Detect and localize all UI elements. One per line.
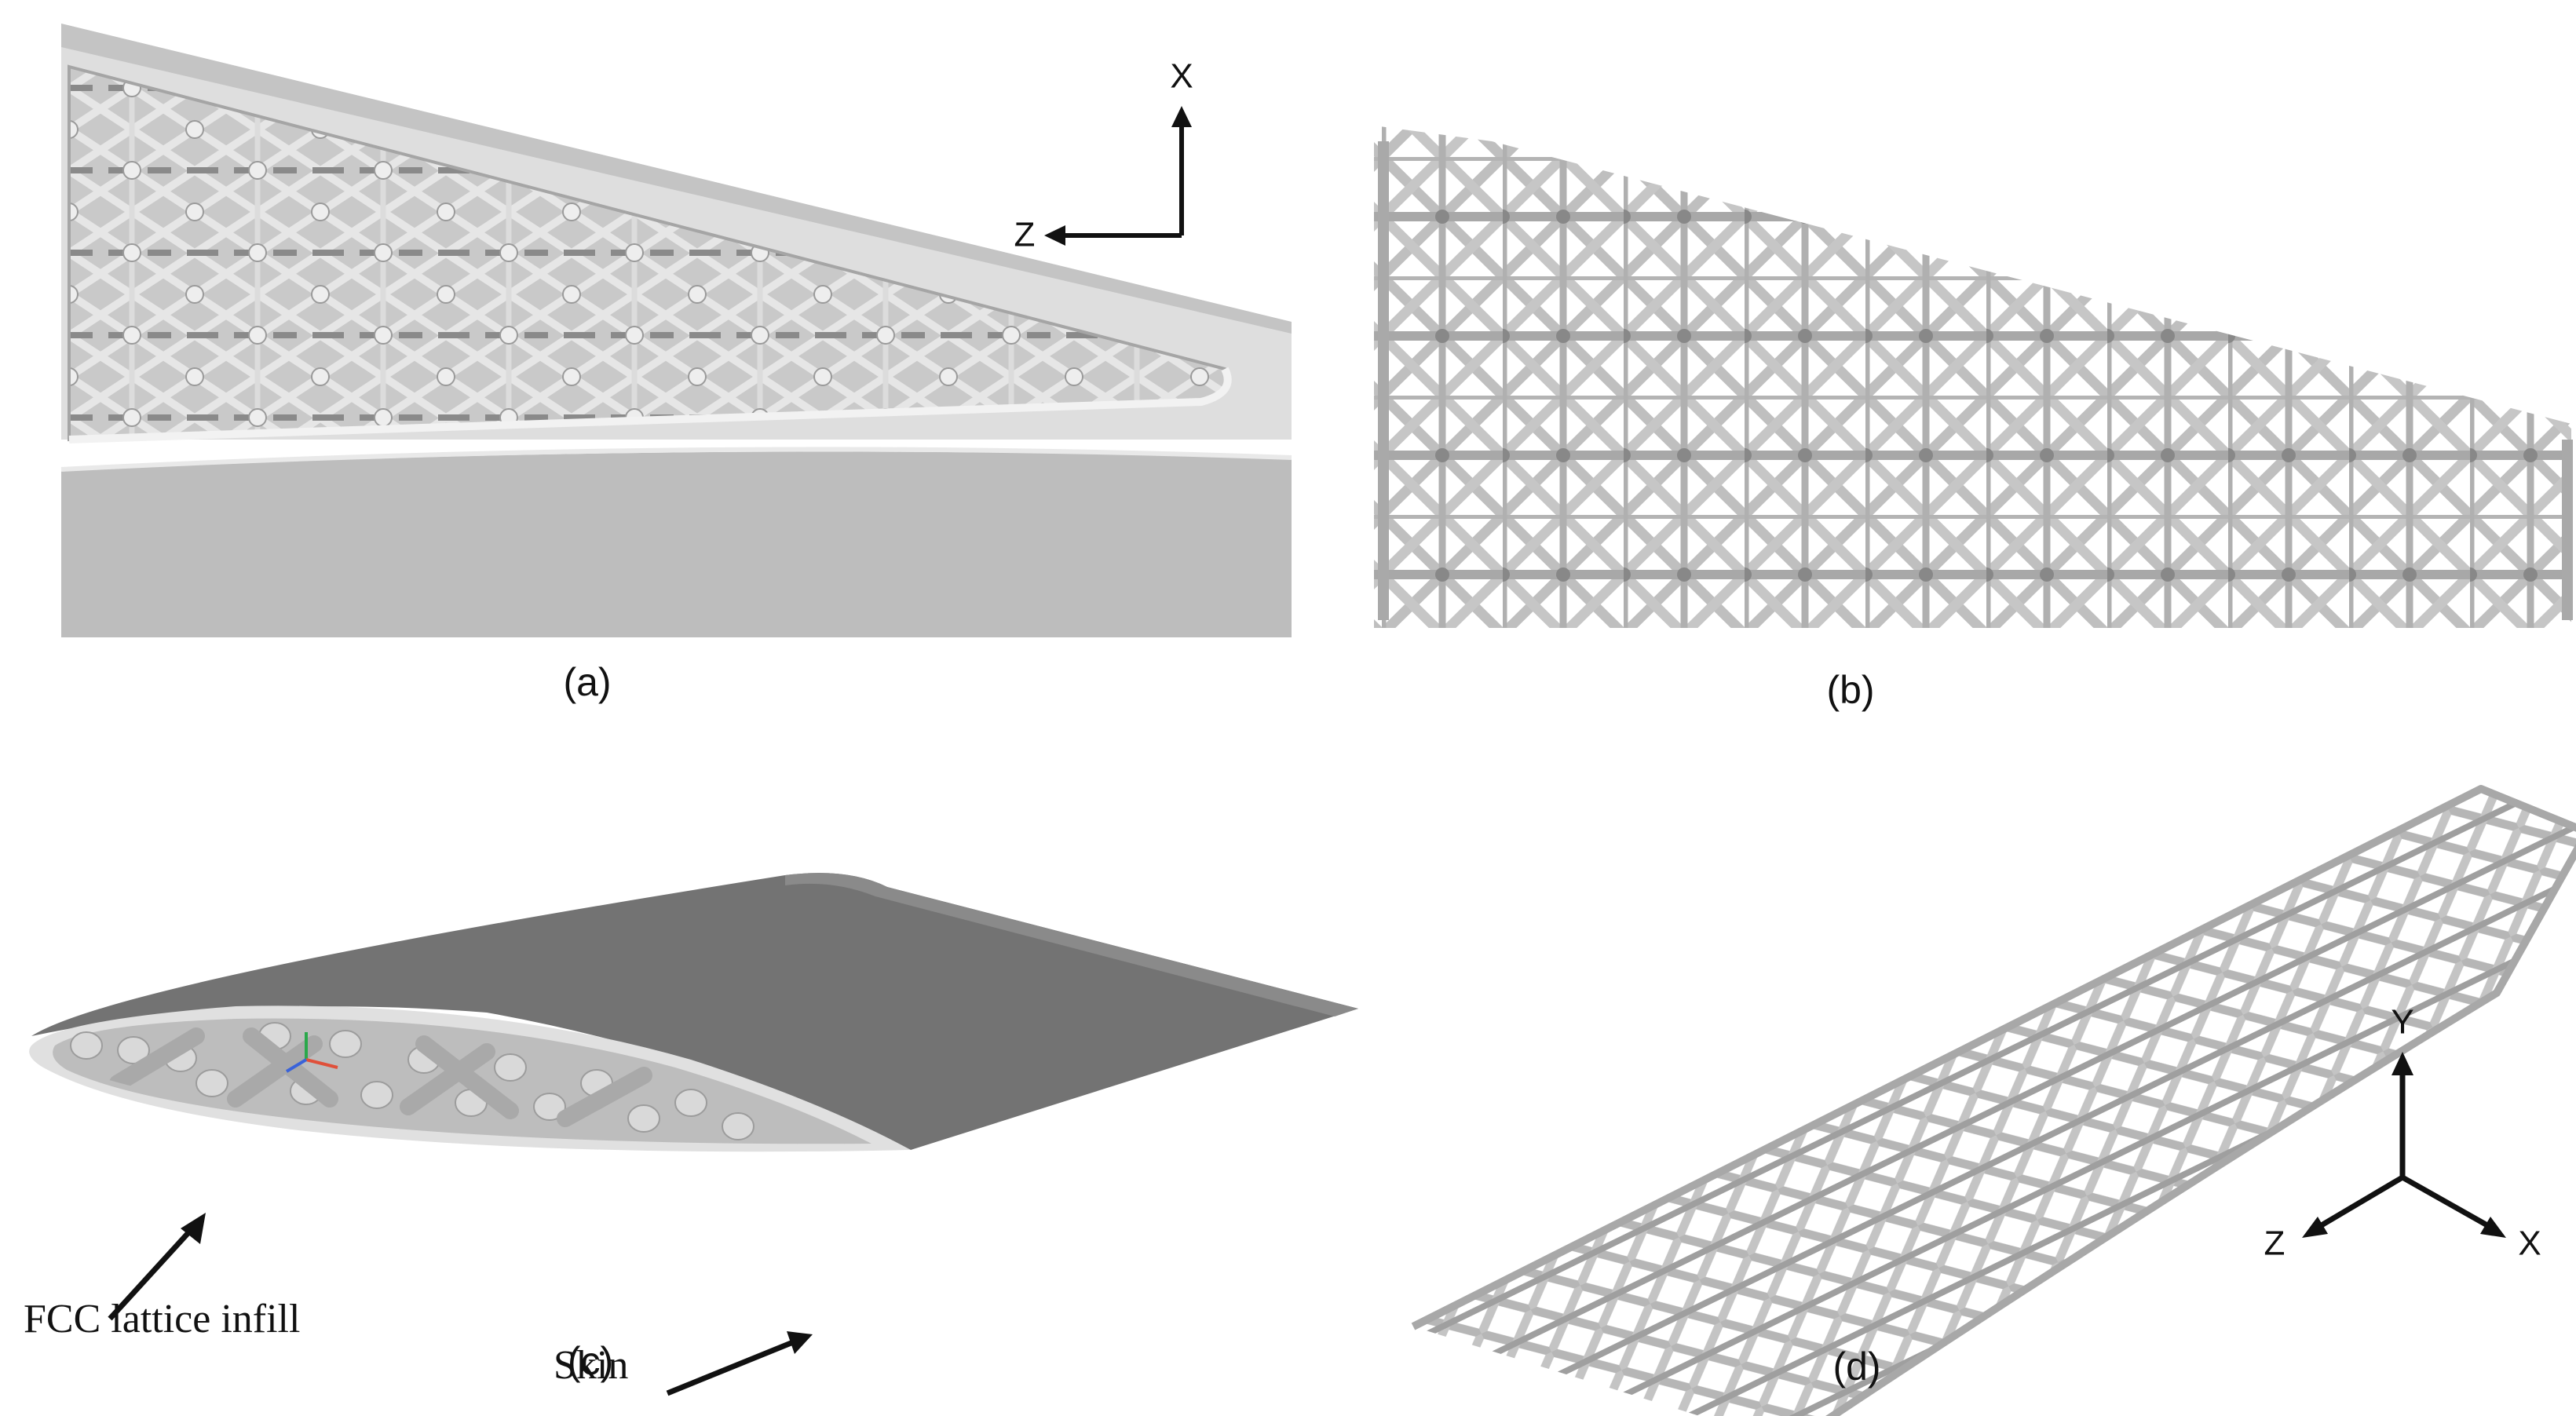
caption-c: (c) [567, 1339, 614, 1383]
wing-lower-edge [60, 447, 1292, 472]
wing-lower-surface [61, 451, 1292, 637]
infill-label: FCC lattice infill [24, 1297, 300, 1341]
lattice-field-d [1413, 789, 2576, 1416]
cavity-rim [68, 367, 1232, 443]
wing-upper-surface [31, 873, 1358, 1150]
panel-a-figure: X Z [60, 24, 1292, 637]
axis-label-y: Y [2391, 1003, 2413, 1042]
panel-c-figure: FCC lattice infill Skin [24, 873, 1358, 1396]
wing-skin-edge [61, 24, 1292, 334]
axis-label-z: Z [2264, 1224, 2286, 1263]
lattice-outline-d [1411, 785, 2576, 1416]
skin-pointer [666, 1339, 795, 1396]
caption-b: (b) [1826, 668, 1875, 712]
panel-d-figure: Y Z X [1411, 785, 2576, 1416]
axis-label-x: X [2518, 1224, 2541, 1263]
coordinate-gizmo [285, 1032, 338, 1073]
caption-a: (a) [563, 660, 612, 704]
lattice-cavity [68, 64, 1230, 442]
axis-label-z: Z [1014, 216, 1036, 254]
caption-d: (d) [1832, 1345, 1881, 1389]
axis-label-x: X [1170, 57, 1193, 96]
infill-pointer [108, 1226, 195, 1321]
axis-triad-d: Y Z X [2264, 1003, 2541, 1263]
panel-b-figure [1374, 126, 2573, 628]
axis-triad-a: X Z [1014, 57, 1193, 254]
skin-label: Skin [554, 1343, 628, 1388]
lattice-struts-c [70, 1022, 755, 1140]
lattice-field-b [1374, 126, 2571, 628]
wing-upper-highlight [785, 873, 1358, 1016]
